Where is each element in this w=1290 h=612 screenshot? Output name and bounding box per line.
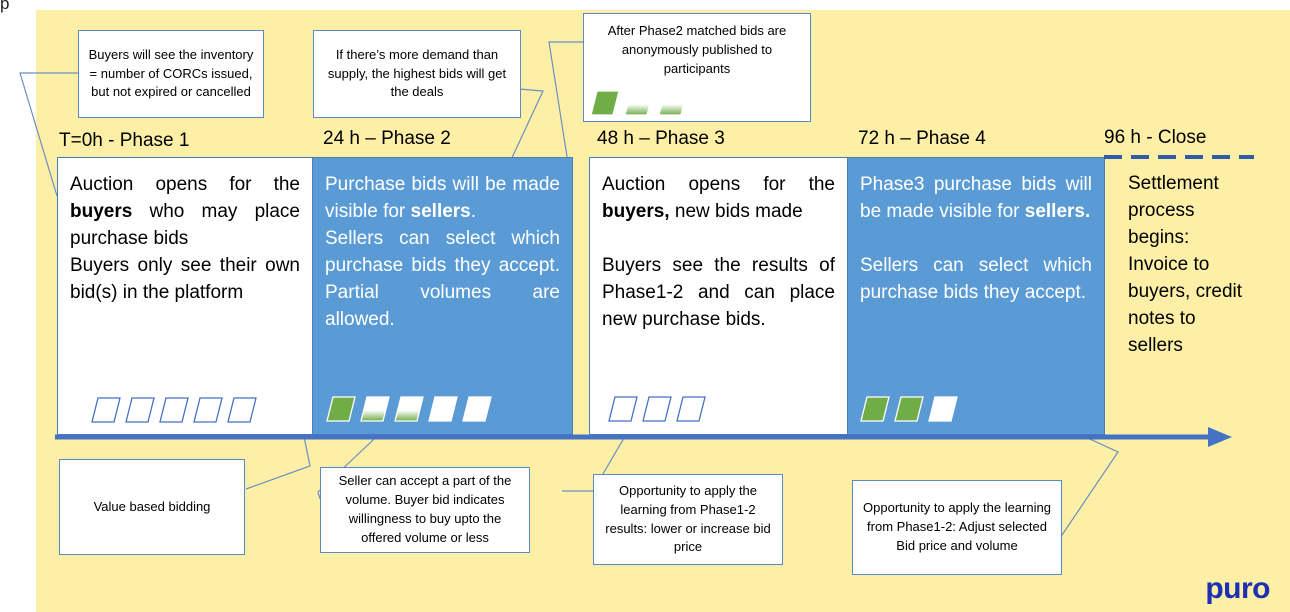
bid-icon-empty — [642, 396, 672, 422]
close-settlement-text: Settlement process begins: Invoice to bu… — [1128, 173, 1243, 356]
bid-icon-gradient — [624, 90, 654, 116]
bid-icon-green — [326, 396, 356, 422]
callout-demand: If there’s more demand than supply, the … — [313, 30, 521, 118]
phase-label-1: T=0h - Phase 1 — [59, 130, 190, 151]
bid-icon-green — [894, 396, 924, 422]
callout-opportunity-phase3: Opportunity to apply the learning from P… — [593, 474, 783, 565]
callout-published: After Phase2 matched bids are anonymousl… — [583, 13, 811, 122]
phase1-box: Auction opens for the buyers who may pla… — [57, 157, 313, 435]
bid-icon-white — [928, 396, 958, 422]
bid-icon-empty — [91, 397, 121, 423]
bid-icons-published — [590, 90, 688, 116]
bid-icons-phase2 — [326, 396, 492, 422]
phase2-box: Purchase bids will be made visible for s… — [312, 157, 573, 435]
phase-label-3: 48 h – Phase 3 — [597, 128, 725, 149]
callout-seller-accept: Seller can accept a part of the volume. … — [320, 467, 530, 553]
bid-icon-gradient — [658, 90, 688, 116]
phase-label-2: 24 h – Phase 2 — [323, 128, 451, 149]
connector-published — [548, 41, 583, 183]
bid-icons-phase1 — [91, 397, 257, 423]
bid-icon-white — [428, 396, 458, 422]
phase-label-close: 96 h - Close — [1104, 127, 1207, 148]
connector-seller — [317, 423, 391, 500]
top-fragment: p — [0, 0, 10, 13]
connector-inventory — [19, 72, 78, 197]
bid-icon-empty — [159, 397, 189, 423]
phase3-box: Auction opens for the buyers, new bids m… — [589, 157, 848, 435]
bid-icons-phase3 — [608, 396, 706, 422]
bid-icon-green — [860, 396, 890, 422]
callout-opportunity-phase4: Opportunity to apply the learning from P… — [852, 480, 1062, 575]
bid-icon-empty — [676, 396, 706, 422]
bid-icon-white — [462, 396, 492, 422]
bid-icon-empty — [608, 396, 638, 422]
bid-icon-empty — [125, 397, 155, 423]
puro-logo: puro — [1205, 572, 1270, 605]
bid-icons-phase4 — [860, 396, 958, 422]
callout-published-text: After Phase2 matched bids are anonymousl… — [607, 23, 787, 76]
bid-icon-gradient — [394, 396, 424, 422]
bid-icon-green — [590, 90, 620, 116]
bid-icon-empty — [193, 397, 223, 423]
bid-icon-empty — [227, 397, 257, 423]
callout-inventory: Buyers will see the inventory = number o… — [78, 30, 264, 118]
bid-icon-gradient — [360, 396, 390, 422]
phase-label-4: 72 h – Phase 4 — [858, 128, 986, 149]
callout-value-bidding: Value based bidding — [59, 459, 245, 555]
